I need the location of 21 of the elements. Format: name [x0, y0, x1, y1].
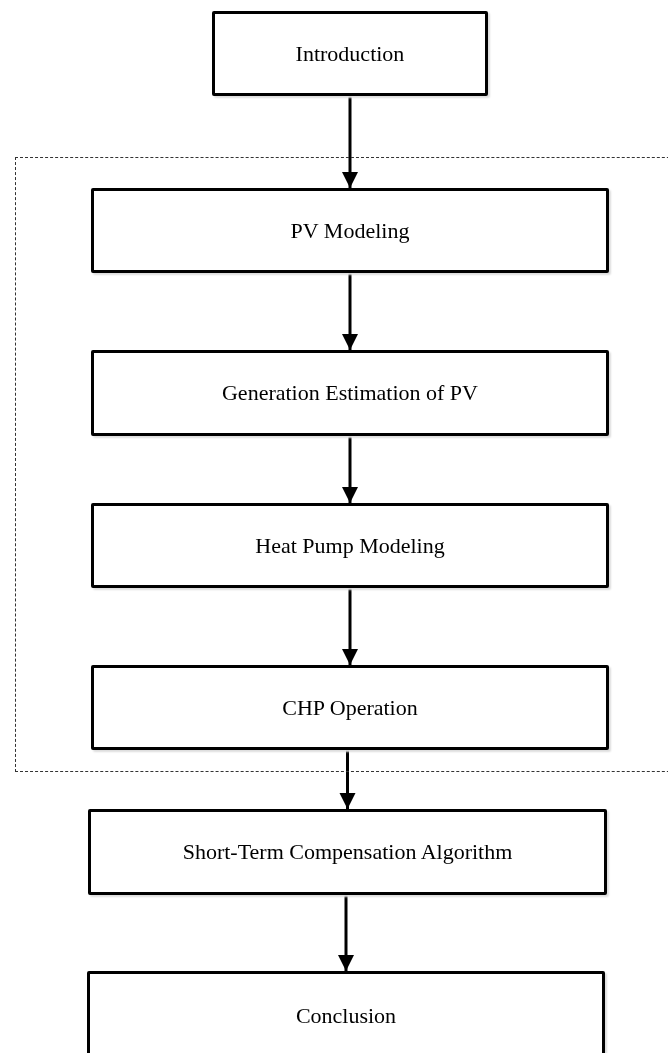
arrow [338, 895, 354, 971]
arrow [342, 436, 358, 503]
process-box [88, 809, 607, 895]
arrow [342, 588, 358, 665]
box-label: Generation Estimation of PV [222, 380, 478, 406]
arrow [342, 96, 358, 188]
dashed-group-frame [15, 157, 668, 772]
process-box [91, 188, 609, 273]
process-box [87, 971, 605, 1053]
box-label: Conclusion [295, 1003, 397, 1029]
process-box [212, 11, 488, 96]
arrow [339, 750, 356, 809]
box-label: Heat Pump Modeling [255, 532, 445, 559]
box-label: Short-Term Compensation Algorithm [182, 839, 513, 865]
box-label: Introduction [295, 40, 405, 67]
process-box [91, 665, 609, 750]
process-box [91, 503, 609, 588]
process-box [91, 350, 609, 436]
box-label: CHP Operation [282, 694, 418, 721]
box-label: PV Modeling [290, 217, 410, 244]
arrow [342, 273, 358, 350]
